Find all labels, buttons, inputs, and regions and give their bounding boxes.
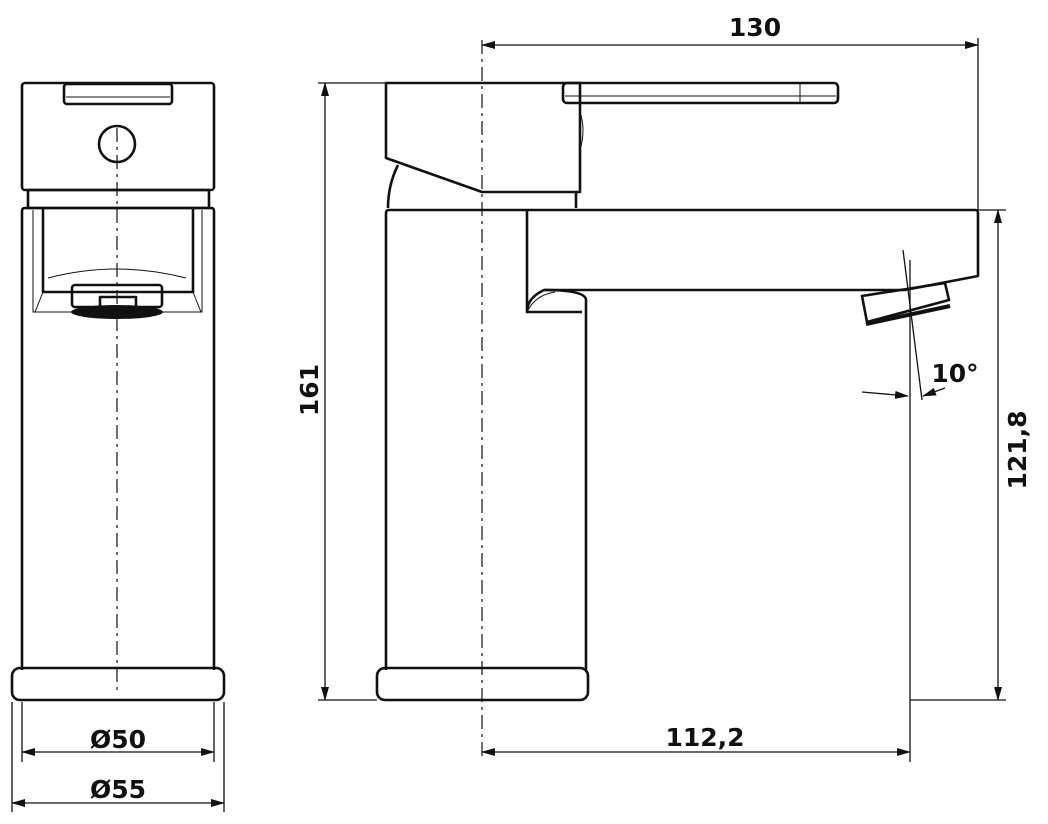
side-lever	[561, 81, 840, 105]
front-base	[10, 666, 226, 702]
dim-label-161: 161	[295, 364, 324, 416]
angle-reference-line	[902, 249, 923, 401]
front-view: Ø50 Ø55	[10, 81, 226, 812]
side-spout	[384, 208, 980, 670]
front-spout-recess	[41, 208, 195, 294]
front-body	[20, 206, 216, 670]
side-view: 130 161 121,8 112,2 10°	[295, 13, 1032, 762]
dim-label-d55: Ø55	[90, 775, 146, 804]
side-body	[527, 288, 588, 670]
dim-label-10-deg: 10°	[931, 359, 978, 388]
front-handle-block	[20, 81, 216, 192]
dim-label-121-8: 121,8	[1003, 410, 1032, 489]
side-aerator	[860, 281, 951, 324]
dim-label-d50: Ø50	[90, 725, 146, 754]
front-neck	[26, 188, 211, 210]
dim-label-112-2-text: 112,2	[665, 723, 744, 752]
side-handle-block	[384, 81, 582, 194]
dim-label-130: 130	[729, 13, 781, 42]
front-lever-slot	[62, 82, 174, 106]
